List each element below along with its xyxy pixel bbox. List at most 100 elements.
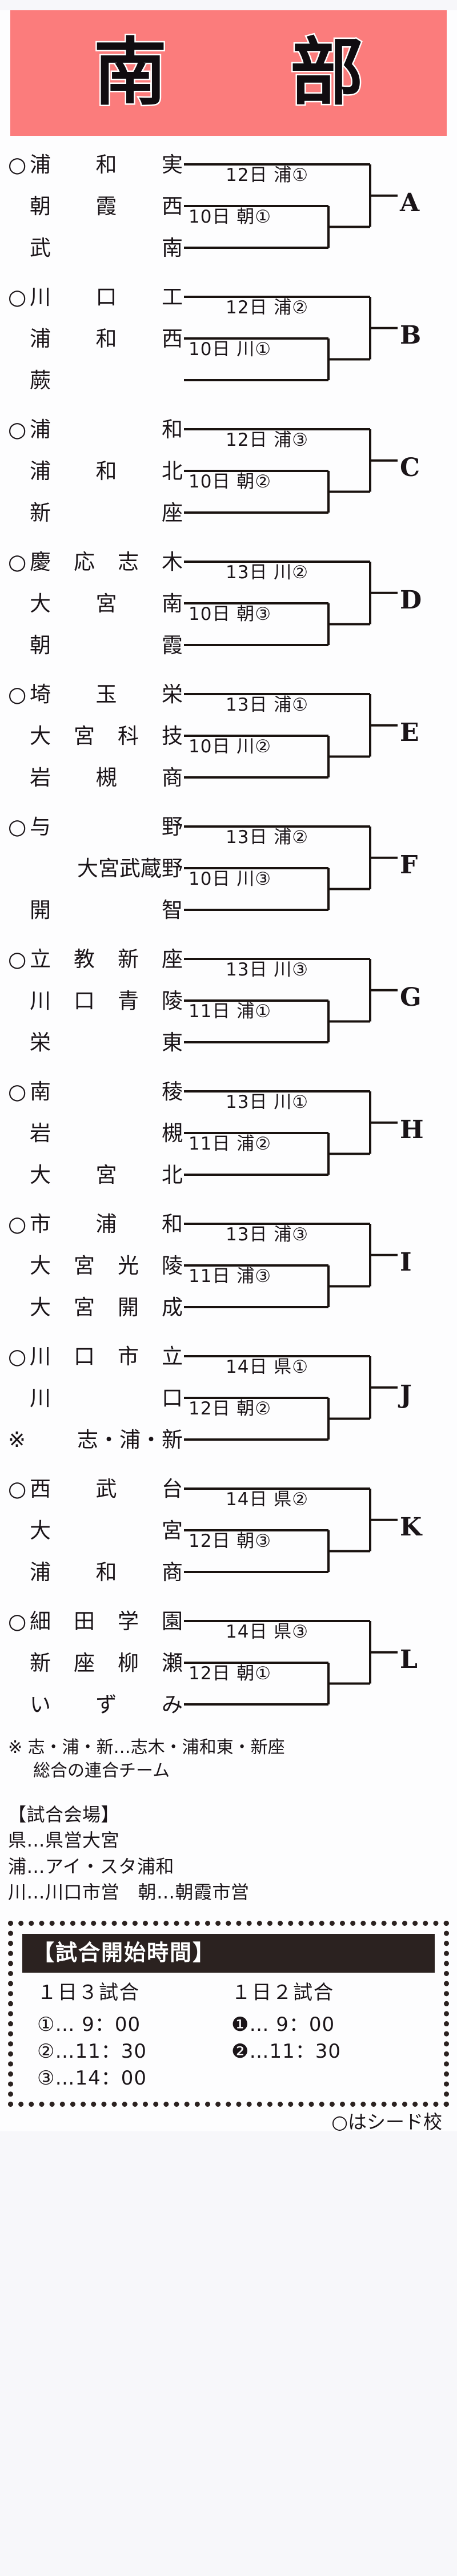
team-row: 浦和商 xyxy=(8,1551,185,1593)
bracket-block: ○与野大宮武蔵野開智 13日 浦② 10日 川③ F xyxy=(0,806,457,938)
team-list: ○立教新座川口青陵栄東 xyxy=(8,938,185,1063)
team-name: 浦和商 xyxy=(30,1560,183,1585)
team-row: 大宮北 xyxy=(8,1154,185,1196)
seed-legend: ○はシード校 xyxy=(331,2111,442,2134)
match-label-upper: 13日 川② xyxy=(226,562,309,583)
team-list: ○与野大宮武蔵野開智 xyxy=(8,806,185,931)
team-list: ○埼玉栄大宮科技岩槻商 xyxy=(8,674,185,799)
team-row: ○立教新座 xyxy=(8,938,185,980)
team-list: ○細田学園新座柳瀬いずみ xyxy=(8,1601,185,1726)
team-row: 大宮科技 xyxy=(8,715,185,757)
team-row: 大宮南 xyxy=(8,583,185,624)
team-row: ○市浦和 xyxy=(8,1203,185,1245)
advancing-slot-letter: C xyxy=(400,453,420,482)
two-games-column: １日２試合 ❶… 9：00 ❷…11：30 xyxy=(231,1983,426,2092)
advancing-slot-letter: F xyxy=(400,850,418,880)
team-row: 大宮開成 xyxy=(8,1287,185,1328)
venue-line-kawa-asa: 川…川口市営 朝…朝霞市営 xyxy=(8,1881,250,1904)
advancing-slot-letter: G xyxy=(400,983,422,1012)
team-row: ○西武台 xyxy=(8,1468,185,1510)
venues-title: 【試合会場】 xyxy=(8,1804,120,1825)
team-row: 朝霞西 xyxy=(8,186,185,227)
team-row: 岩槻商 xyxy=(8,757,185,799)
team-name: 栄東 xyxy=(30,1030,183,1055)
match-label-upper: 13日 浦③ xyxy=(226,1224,309,1245)
match-label-lower: 10日 川② xyxy=(189,736,272,757)
team-row: ○南稜 xyxy=(8,1071,185,1112)
team-list: ○川口工浦和西蕨 xyxy=(8,276,185,401)
team-row: 新座柳瀬 xyxy=(8,1642,185,1684)
team-name: 志・浦・新 xyxy=(77,1428,183,1452)
note-line-1: ※ 志・浦・新…志木・浦和東・新座 xyxy=(8,1738,285,1757)
team-row: ○慶応志木 xyxy=(8,541,185,583)
seed-circle-icon: ○ xyxy=(8,417,27,442)
team-list: ○南稜岩槻大宮北 xyxy=(8,1071,185,1196)
venue-line-ken: 県…県営大宮 xyxy=(8,1829,120,1852)
team-name: 細田学園 xyxy=(30,1609,183,1634)
team-name: 浦和 xyxy=(30,417,183,442)
team-row: ○川口工 xyxy=(8,276,185,318)
team-list: ○慶応志木大宮南朝霞 xyxy=(8,541,185,666)
seed-circle-icon: ○ xyxy=(8,947,27,971)
team-row: 栄東 xyxy=(8,1022,185,1063)
team-row: 大宮武蔵野 xyxy=(8,848,185,889)
team-row: 浦和北 xyxy=(8,450,185,492)
seed-circle-icon: ○ xyxy=(8,152,27,177)
seed-circle-icon: ○ xyxy=(8,815,27,839)
team-row: 開智 xyxy=(8,889,185,931)
team-row: 浦和西 xyxy=(8,318,185,360)
seed-circle-icon: ○ xyxy=(8,550,27,574)
match-label-lower: 11日 浦② xyxy=(189,1134,272,1154)
match-label-lower: 10日 川③ xyxy=(189,869,272,889)
start-times-columns: １日３試合 ①… 9：00 ②…11：30 ③…14：00 １日２試合 ❶… 9… xyxy=(22,1983,435,2092)
three-games-heading: １日３試合 xyxy=(37,1981,140,2004)
three-games-row-3: ③…14：00 xyxy=(37,2066,147,2090)
team-name: 武南 xyxy=(30,236,183,260)
advancing-slot-letter: H xyxy=(400,1115,424,1144)
bracket-block: ○浦和浦和北新座 12日 浦③ 10日 朝② C xyxy=(0,409,457,541)
team-name: 埼玉栄 xyxy=(30,682,183,707)
match-label-lower: 10日 川① xyxy=(189,339,272,360)
match-label-upper: 12日 浦③ xyxy=(226,430,309,450)
venue-line-ura: 浦…アイ・スタ浦和 xyxy=(8,1855,174,1877)
team-name: 浦和実 xyxy=(30,152,183,177)
team-list: ○川口市立川口※志・浦・新 xyxy=(8,1336,185,1461)
match-label-upper: 14日 県③ xyxy=(226,1622,309,1642)
team-row: ○与野 xyxy=(8,806,185,848)
team-name: 岩槻 xyxy=(30,1121,183,1146)
two-games-heading: １日２試合 xyxy=(231,1981,334,2004)
three-games-row-1: ①… 9：00 xyxy=(37,2013,141,2036)
seed-circle-icon: ○ xyxy=(8,1079,27,1104)
team-name: 大宮南 xyxy=(30,591,183,616)
team-name: 朝霞 xyxy=(30,633,183,658)
seed-circle-icon: ○ xyxy=(8,1477,27,1501)
match-label-upper: 13日 川① xyxy=(226,1092,309,1112)
advancing-slot-letter: E xyxy=(400,718,419,747)
match-label-lower: 10日 朝② xyxy=(189,471,272,492)
team-name: 朝霞西 xyxy=(30,194,183,219)
team-name: 慶応志木 xyxy=(30,550,183,574)
match-label-lower: 10日 朝③ xyxy=(189,604,272,624)
team-name: 川口 xyxy=(30,1386,183,1410)
three-games-row-2: ②…11：30 xyxy=(37,2039,147,2063)
team-row: ○浦和実 xyxy=(8,144,185,186)
page-title: 南 部 xyxy=(92,30,388,115)
match-label-upper: 13日 浦② xyxy=(226,827,309,848)
advancing-slot-letter: L xyxy=(400,1645,418,1674)
team-row: 新座 xyxy=(8,492,185,534)
seed-circle-icon: ○ xyxy=(8,1609,27,1634)
start-times-panel: 【試合開始時間】 １日３試合 ①… 9：00 ②…11：30 ③…14：00 １… xyxy=(8,1920,449,2107)
advancing-slot-letter: D xyxy=(400,586,422,615)
team-name: 開智 xyxy=(30,898,183,922)
team-row: ○細田学園 xyxy=(8,1601,185,1642)
team-name: 大宮 xyxy=(30,1518,183,1543)
team-name: 浦和北 xyxy=(30,459,183,483)
